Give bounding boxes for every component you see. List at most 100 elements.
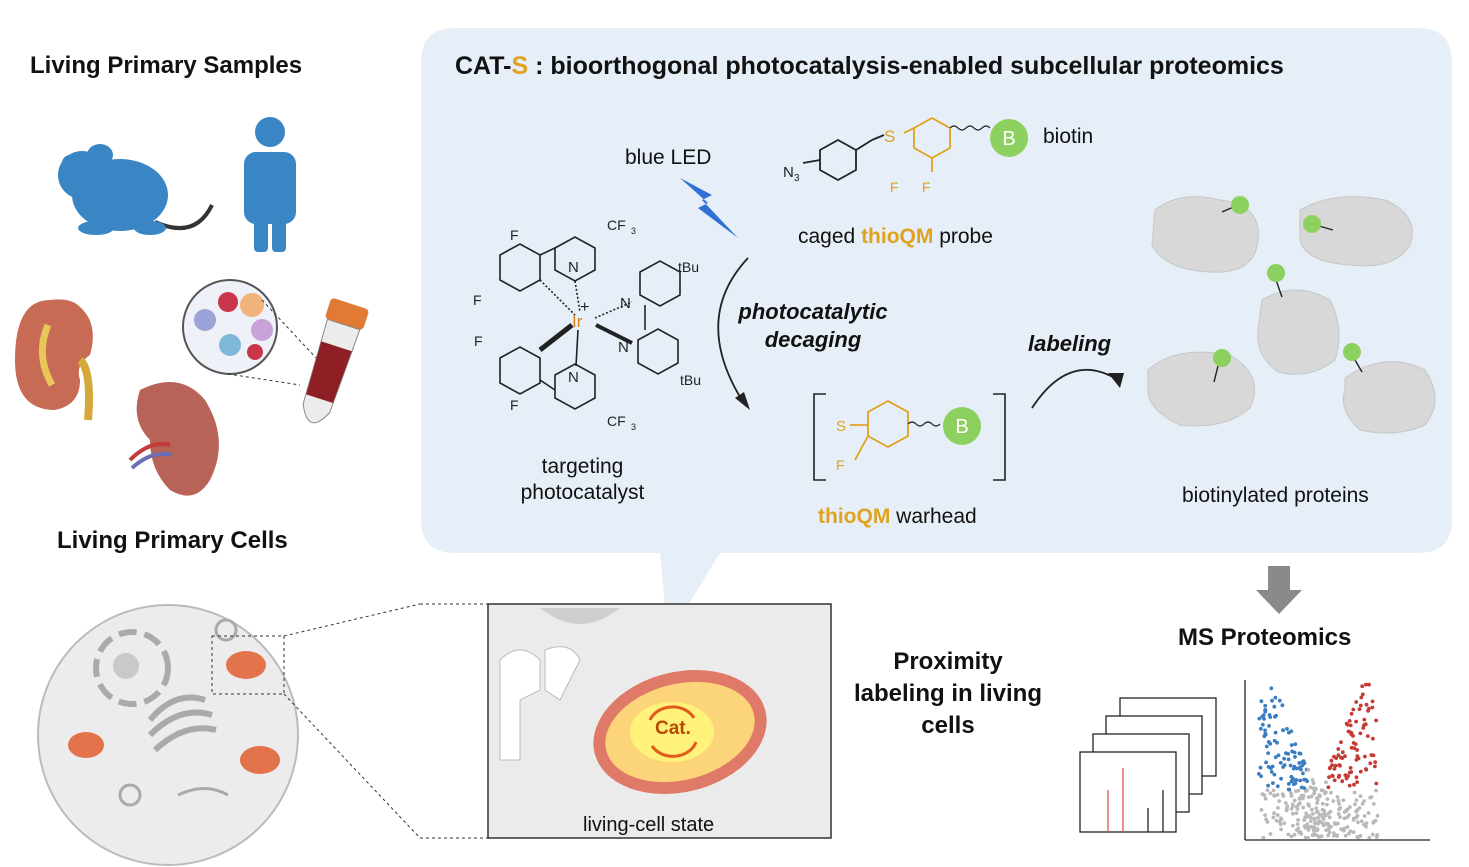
volcano-point (1301, 794, 1306, 799)
volcano-point (1354, 809, 1358, 814)
volcano-point (1309, 807, 1314, 812)
volcano-point (1312, 788, 1317, 793)
volcano-point (1349, 745, 1354, 750)
volcano-point (1315, 809, 1320, 814)
volcano-point (1303, 815, 1308, 819)
volcano-point (1279, 776, 1283, 781)
volcano-point (1352, 782, 1356, 787)
volcano-point (1323, 791, 1327, 796)
volcano-point (1303, 789, 1308, 793)
volcano-point (1342, 816, 1347, 821)
volcano-point (1360, 802, 1365, 806)
volcano-point (1289, 791, 1293, 796)
volcano-point (1276, 806, 1280, 810)
volcano-point (1283, 801, 1288, 805)
volcano-point (1292, 782, 1296, 787)
volcano-point (1261, 835, 1266, 840)
volcano-point (1291, 823, 1295, 828)
volcano-point (1328, 765, 1332, 770)
volcano-point (1259, 699, 1264, 704)
samples-illustrations (15, 117, 420, 866)
blood-tube-icon (302, 298, 369, 424)
volcano-point (1352, 746, 1357, 751)
volcano-point (1264, 744, 1269, 749)
volcano-point (1297, 761, 1302, 765)
volcano-point (1296, 788, 1301, 793)
volcano-point (1364, 824, 1368, 829)
volcano-point (1356, 820, 1360, 825)
volcano-point (1281, 728, 1285, 733)
volcano-point (1285, 804, 1290, 809)
blue-led-label: blue LED (625, 146, 712, 169)
volcano-point (1298, 751, 1303, 756)
volcano-point (1259, 726, 1263, 731)
volcano-point (1319, 834, 1324, 839)
volcano-point (1354, 700, 1359, 704)
volcano-point (1296, 818, 1300, 822)
lightning-icon (680, 178, 738, 238)
volcano-point (1354, 798, 1359, 803)
volcano-point (1315, 801, 1320, 805)
volcano-point (1273, 695, 1278, 700)
volcano-point (1336, 753, 1341, 758)
svg-text:3: 3 (631, 422, 636, 432)
caged-probe-structure (802, 116, 991, 182)
volcano-point (1289, 743, 1294, 747)
volcano-point (1348, 723, 1353, 728)
svg-text:CF: CF (607, 413, 626, 429)
volcano-point (1337, 773, 1342, 778)
volcano-point (1345, 722, 1350, 727)
volcano-point (1295, 807, 1300, 811)
volcano-point (1292, 798, 1297, 803)
volcano-point (1362, 717, 1367, 722)
volcano-point (1370, 832, 1375, 837)
volcano-point (1275, 813, 1280, 817)
volcano-point (1363, 754, 1367, 759)
volcano-point (1301, 805, 1306, 810)
volcano-point (1343, 754, 1347, 759)
volcano-point (1369, 795, 1374, 799)
volcano-point (1351, 830, 1356, 835)
volcano-point (1330, 773, 1335, 778)
volcano-point (1375, 833, 1380, 837)
volcano-point (1362, 799, 1366, 803)
volcano-point (1370, 705, 1375, 710)
volcano-point (1356, 835, 1360, 840)
volcano-point (1358, 769, 1363, 774)
volcano-point (1325, 797, 1330, 801)
volcano-point (1312, 832, 1316, 837)
svg-text:+: + (580, 299, 589, 316)
volcano-point (1292, 832, 1297, 837)
volcano-point (1312, 825, 1317, 830)
volcano-point (1371, 736, 1375, 741)
volcano-point (1369, 753, 1374, 757)
proximity-label: Proximity labeling in living cells (853, 648, 1042, 739)
volcano-point (1260, 714, 1265, 719)
volcano-point (1365, 734, 1370, 738)
cell-state-label: living-cell state (583, 814, 715, 836)
volcano-point (1298, 801, 1302, 805)
svg-text:S: S (836, 418, 846, 435)
volcano-point (1322, 808, 1327, 813)
volcano-point (1316, 820, 1321, 824)
volcano-point (1289, 774, 1294, 779)
volcano-point (1267, 724, 1271, 728)
blood-cells-icon (182, 279, 278, 375)
svg-text:F: F (510, 397, 519, 413)
volcano-point (1301, 771, 1305, 776)
volcano-point (1279, 827, 1283, 832)
volcano-point (1271, 788, 1276, 793)
volcano-point (1278, 761, 1283, 765)
volcano-point (1293, 778, 1298, 782)
volcano-point (1304, 811, 1309, 816)
volcano-point (1296, 826, 1301, 831)
volcano-point (1276, 753, 1281, 758)
volcano-plot (1244, 680, 1430, 841)
volcano-point (1348, 766, 1353, 770)
volcano-point (1306, 767, 1311, 772)
volcano-point (1308, 785, 1313, 790)
volcano-point (1286, 787, 1291, 792)
svg-text:CF: CF (607, 217, 626, 233)
